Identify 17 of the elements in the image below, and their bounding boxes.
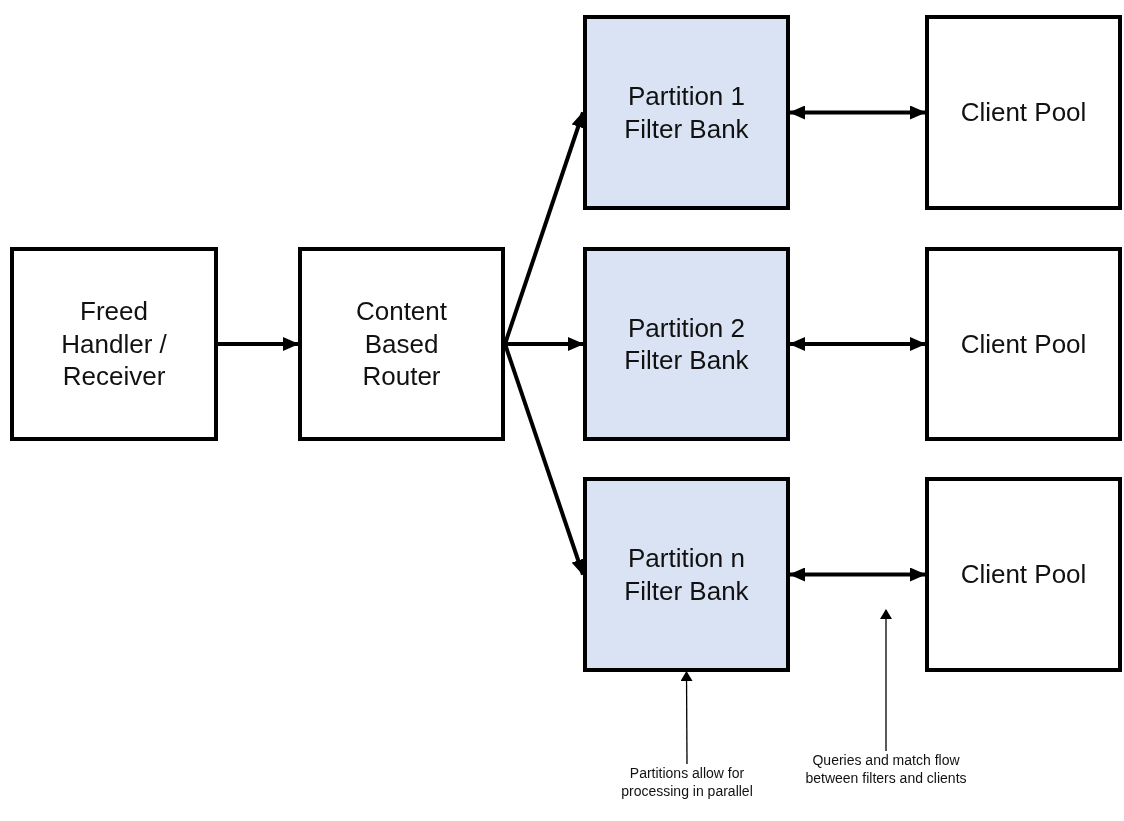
process-box: Client Pool: [925, 477, 1122, 672]
process-box: Client Pool: [925, 15, 1122, 210]
partition-box: Partition 2 Filter Bank: [583, 247, 790, 441]
partition-box: Partition 1 Filter Bank: [583, 15, 790, 210]
annotation-text: Partitions allow for processing in parallel: [598, 764, 776, 820]
arrow: [218, 337, 299, 351]
partition-box: Partition n Filter Bank: [583, 477, 790, 672]
process-box: Freed Handler / Receiver: [10, 247, 218, 441]
leader-line: [880, 609, 892, 752]
leader-line: [680, 671, 693, 765]
double-arrow: [789, 567, 926, 582]
process-box: Client Pool: [925, 247, 1122, 441]
annotation-text: Queries and match flow between filters and clients: [800, 751, 972, 819]
double-arrow: [789, 105, 926, 120]
double-arrow: [789, 337, 926, 351]
arrow: [505, 337, 584, 351]
process-box: Content Based Router: [298, 247, 505, 441]
